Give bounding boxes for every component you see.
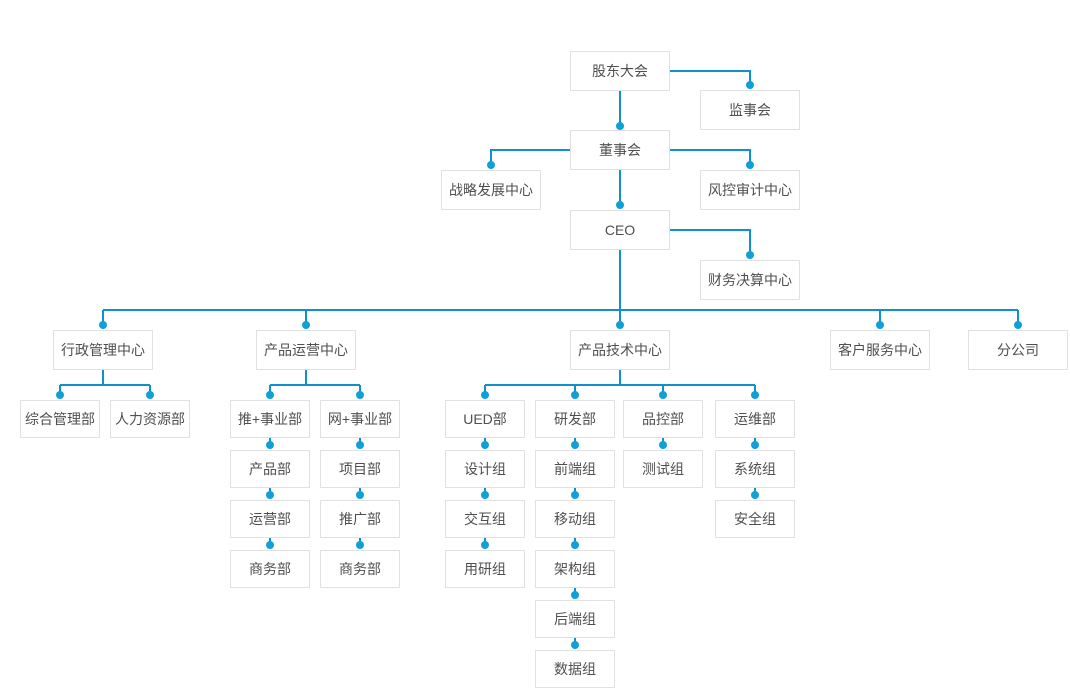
org-node-risk-audit-center: 风控审计中心 (700, 170, 800, 210)
org-node-data-group: 数据组 (535, 650, 615, 688)
org-node-branch-company: 分公司 (968, 330, 1068, 370)
org-node-wang-division: 网+事业部 (320, 400, 400, 438)
org-node-design-group: 设计组 (445, 450, 525, 488)
org-node-strategy-center: 战略发展中心 (441, 170, 541, 210)
org-node-interaction-group: 交互组 (445, 500, 525, 538)
org-node-qc-dept: 品控部 (623, 400, 703, 438)
org-node-project-dept: 项目部 (320, 450, 400, 488)
org-node-architecture-group: 架构组 (535, 550, 615, 588)
org-node-board-of-directors: 董事会 (570, 130, 670, 170)
org-node-user-research-group: 用研组 (445, 550, 525, 588)
org-node-supervisory-board: 监事会 (700, 90, 800, 130)
org-node-business-dept-wang: 商务部 (320, 550, 400, 588)
org-node-general-dept: 综合管理部 (20, 400, 100, 438)
org-node-om-dept: 运维部 (715, 400, 795, 438)
org-node-frontend-group: 前端组 (535, 450, 615, 488)
org-node-hr-dept: 人力资源部 (110, 400, 190, 438)
org-node-admin-center: 行政管理中心 (53, 330, 153, 370)
org-node-ops-center: 产品运营中心 (256, 330, 356, 370)
org-node-security-group: 安全组 (715, 500, 795, 538)
org-node-promotion-dept: 推广部 (320, 500, 400, 538)
org-node-system-group: 系统组 (715, 450, 795, 488)
org-node-ceo: CEO (570, 210, 670, 250)
org-node-business-dept-tui: 商务部 (230, 550, 310, 588)
org-node-product-dept: 产品部 (230, 450, 310, 488)
org-node-service-center: 客户服务中心 (830, 330, 930, 370)
org-node-operation-dept: 运营部 (230, 500, 310, 538)
org-node-rd-dept: 研发部 (535, 400, 615, 438)
org-node-tui-division: 推+事业部 (230, 400, 310, 438)
org-node-tech-center: 产品技术中心 (570, 330, 670, 370)
org-node-mobile-group: 移动组 (535, 500, 615, 538)
org-node-backend-group: 后端组 (535, 600, 615, 638)
org-node-ued-dept: UED部 (445, 400, 525, 438)
org-node-shareholders-meeting: 股东大会 (570, 51, 670, 91)
org-node-testing-group: 测试组 (623, 450, 703, 488)
org-node-finance-center: 财务决算中心 (700, 260, 800, 300)
